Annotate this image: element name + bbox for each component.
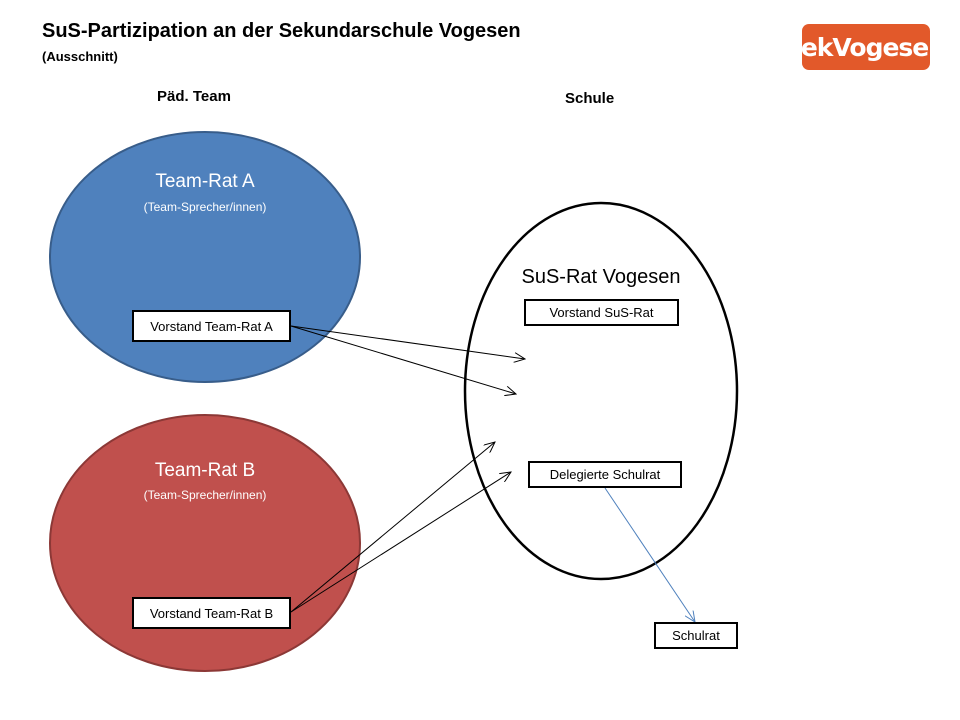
team-rat-a-subtitle: (Team-Sprecher/innen) — [143, 200, 267, 214]
arrow-delegates-to-schulrat — [604, 487, 695, 622]
arrow-team-b-to-sus-rat-1 — [290, 442, 495, 613]
vorstand-team-rat-b-box: Vorstand Team-Rat B — [132, 597, 291, 629]
logo-text: sekVogesen — [786, 32, 946, 62]
team-rat-b-title: Team-Rat B — [154, 460, 256, 481]
column-label-team: Päd. Team — [157, 88, 231, 105]
page-subtitle: (Ausschnitt) — [42, 49, 118, 64]
team-rat-b-subtitle: (Team-Sprecher/innen) — [143, 488, 267, 502]
schulrat-box: Schulrat — [654, 622, 738, 649]
vorstand-team-rat-a-box: Vorstand Team-Rat A — [132, 310, 291, 342]
sus-rat-title: SuS-Rat Vogesen — [521, 266, 681, 288]
vorstand-sus-rat-box: Vorstand SuS-Rat — [524, 299, 679, 326]
column-label-school: Schule — [565, 90, 615, 107]
arrow-team-a-to-sus-rat-2 — [290, 325, 516, 394]
delegierte-schulrat-box: Delegierte Schulrat — [528, 461, 682, 488]
team-rat-b-ellipse — [49, 414, 361, 672]
team-rat-a-title: Team-Rat A — [155, 171, 255, 192]
team-rat-a-ellipse — [49, 131, 361, 383]
school-logo: sekVogesen — [787, 24, 946, 70]
arrow-team-a-to-sus-rat-1 — [290, 325, 525, 359]
arrow-team-b-to-sus-rat-2 — [290, 472, 511, 613]
page-title: SuS-Partizipation an der Sekundarschule … — [42, 20, 521, 42]
